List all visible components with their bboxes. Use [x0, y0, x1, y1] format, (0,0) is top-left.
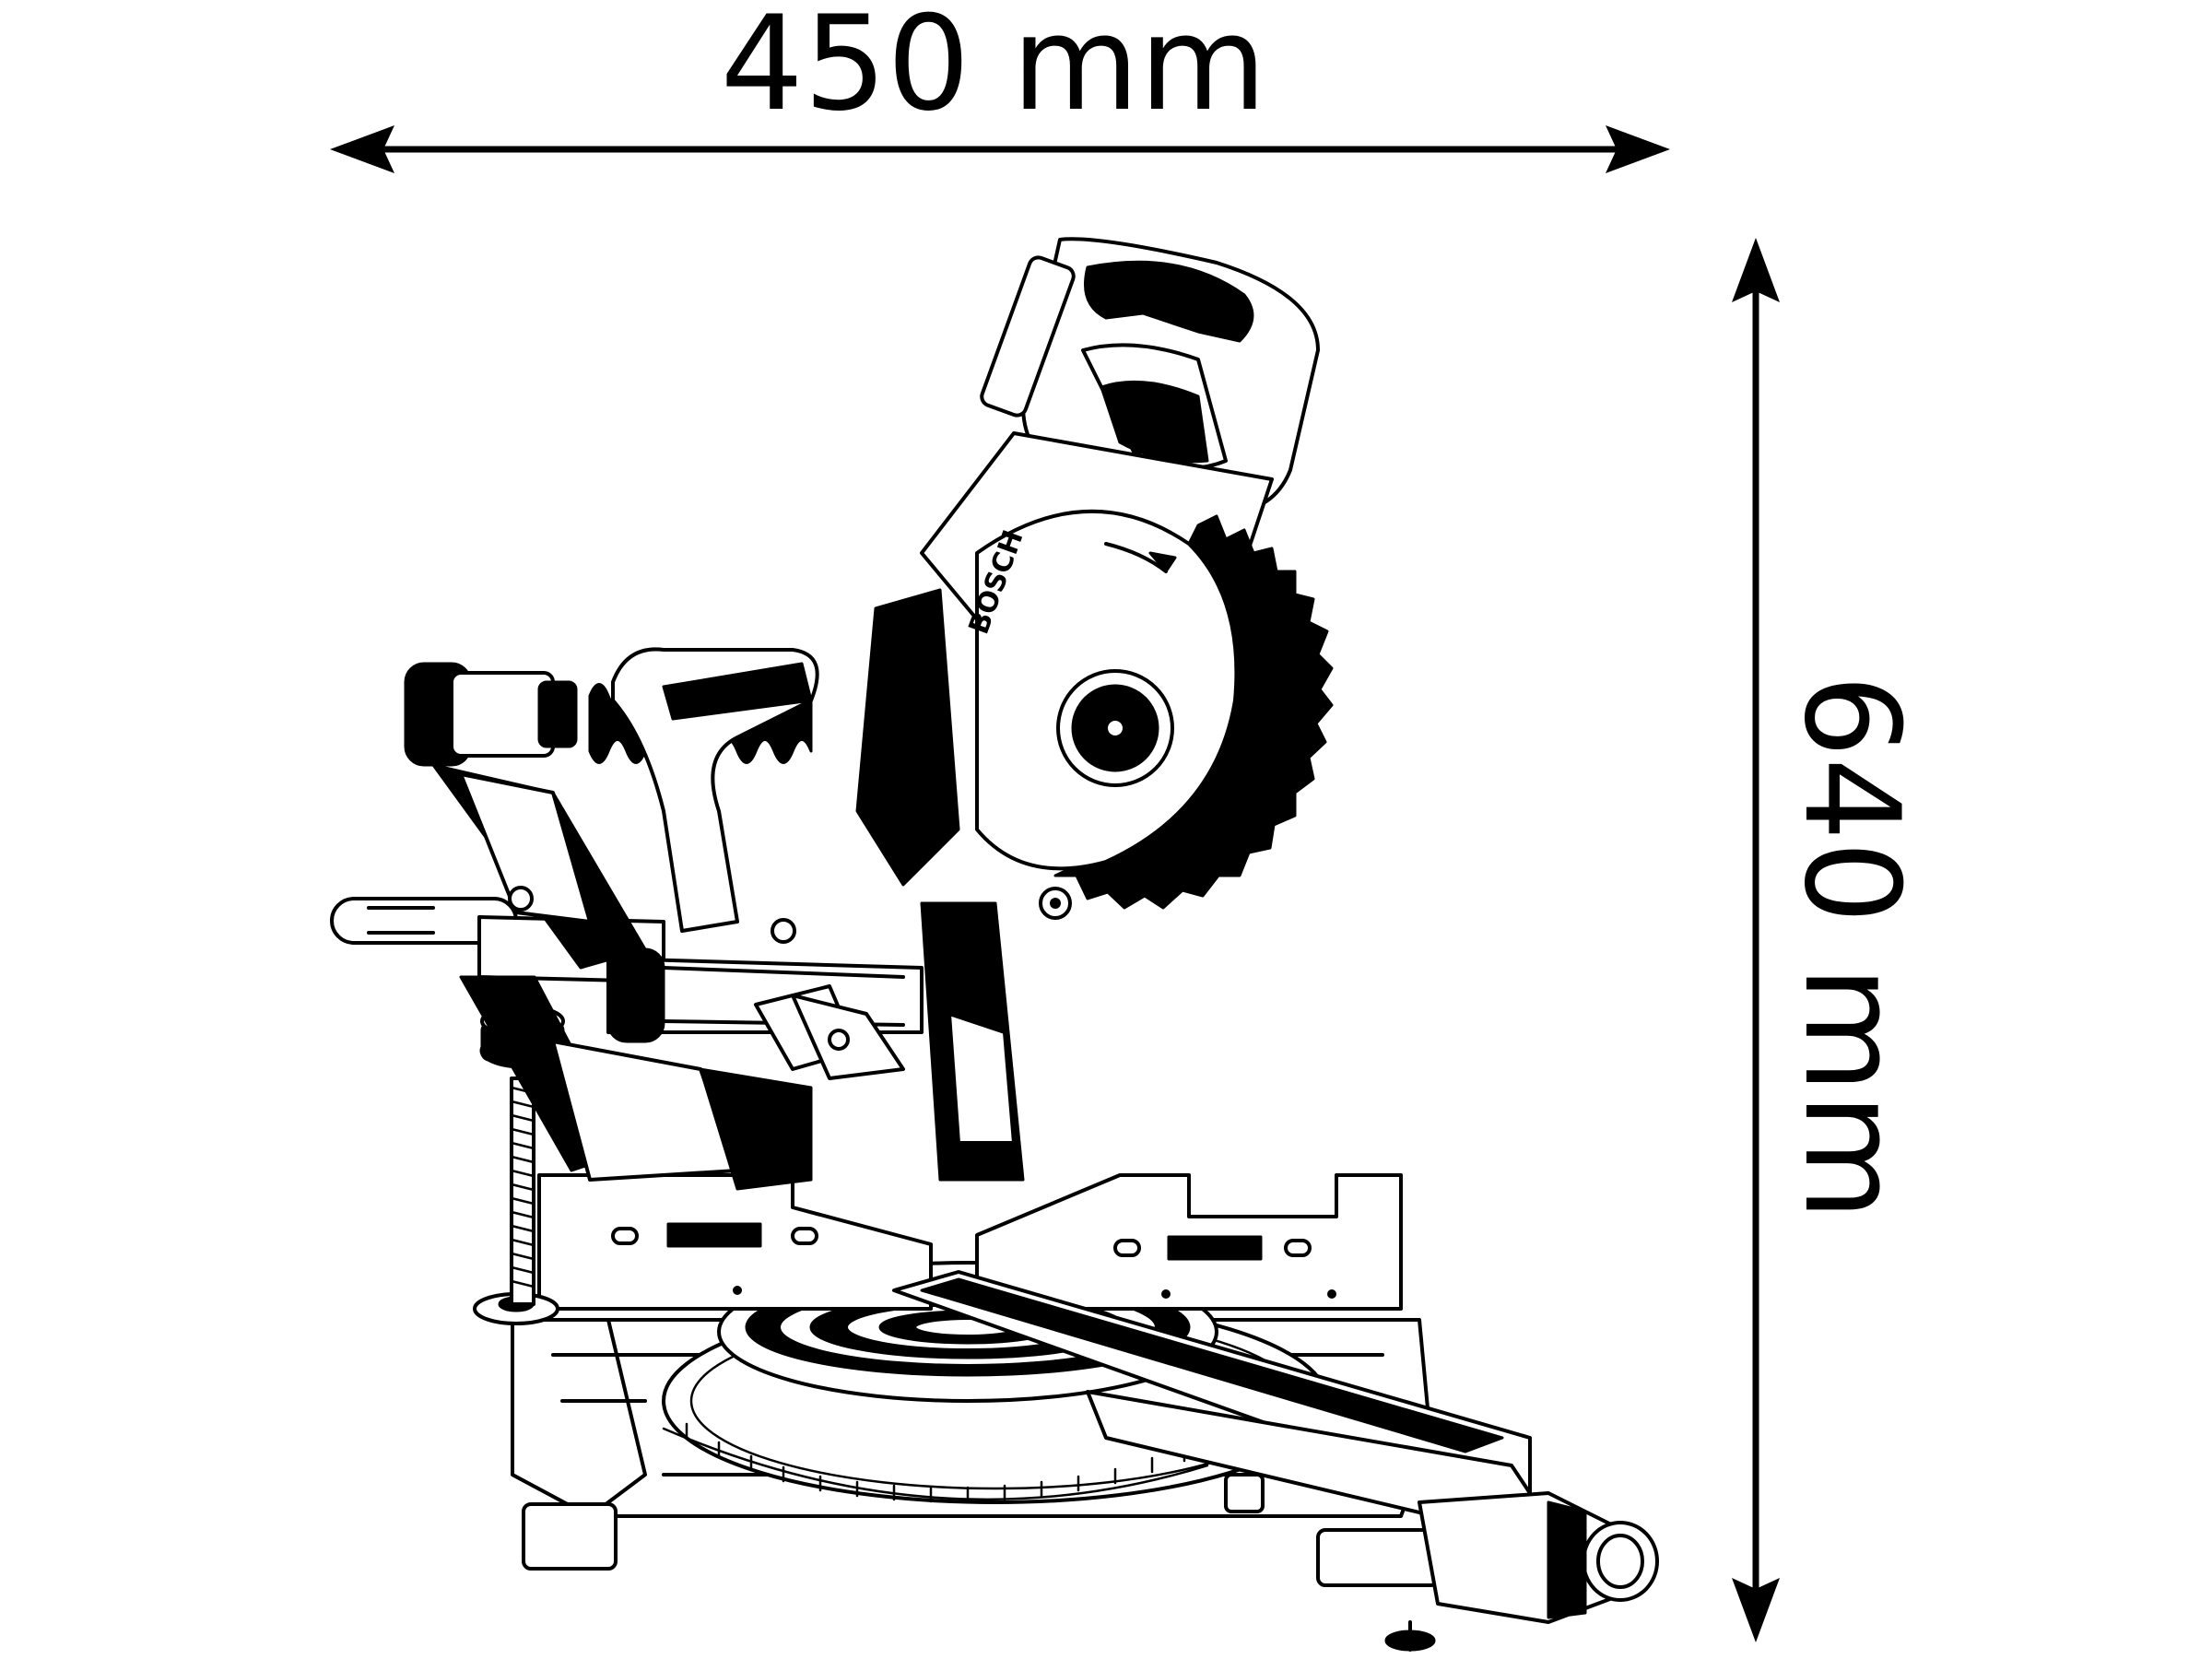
- front-grip: [754, 918, 905, 1080]
- saw-blade: BOSCH: [963, 509, 1334, 920]
- height-dimension-label: 640 mm: [1775, 675, 1927, 1221]
- saw-fence: [537, 1173, 1403, 1311]
- width-arrow-left: [330, 125, 394, 173]
- miter-saw-illustration: BOSCH: [330, 237, 1659, 1652]
- height-arrow-top: [1732, 238, 1780, 302]
- height-dimension: 640 mm: [1732, 238, 1927, 1642]
- width-dimension-label: 450 mm: [721, 0, 1267, 140]
- width-dimension: 450 mm: [330, 0, 1670, 173]
- extension-rail: [892, 1270, 1550, 1532]
- carry-handle: [611, 647, 819, 933]
- height-arrow-bottom: [1732, 1578, 1780, 1642]
- front-lock-knob: [1384, 1491, 1659, 1652]
- width-arrow-right: [1606, 125, 1670, 173]
